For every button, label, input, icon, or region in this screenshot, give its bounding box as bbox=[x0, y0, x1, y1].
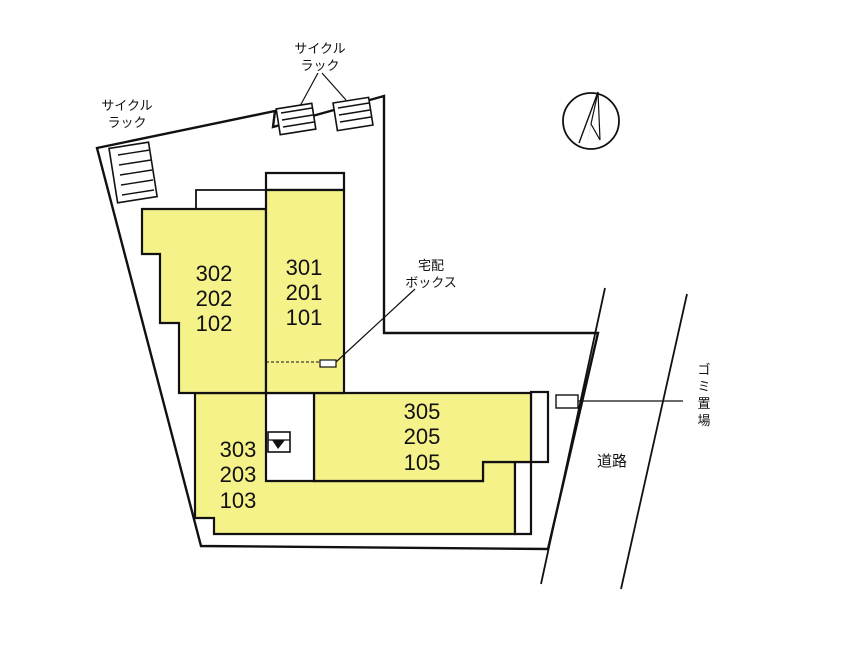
unit-105: 105 bbox=[404, 450, 441, 475]
delivery-box-label-2: ボックス bbox=[405, 276, 457, 291]
unit-201: 201 bbox=[286, 280, 323, 305]
building-side-strip bbox=[529, 390, 550, 464]
garbage-label-char-1: ゴ bbox=[697, 362, 710, 378]
unit-101: 101 bbox=[286, 305, 323, 330]
road-edge-right bbox=[620, 293, 688, 590]
delivery-box-label-1: 宅配 bbox=[418, 259, 444, 274]
rack-top-leader-2 bbox=[321, 72, 347, 101]
garbage-label-char-3: 置 bbox=[697, 397, 710, 412]
delivery-box-leader bbox=[335, 288, 416, 363]
delivery-box bbox=[319, 359, 337, 368]
cycle-rack-left bbox=[108, 141, 159, 204]
cycle-rack-left-label-2: ラック bbox=[107, 116, 146, 131]
center-block-top-cap bbox=[264, 171, 346, 192]
cycle-rack-top-2 bbox=[332, 96, 374, 132]
north-arrow-icon bbox=[562, 91, 620, 150]
unit-302: 302 bbox=[196, 261, 233, 286]
garbage-label-char-2: ミ bbox=[697, 380, 710, 395]
garbage-area bbox=[555, 394, 579, 409]
unit-block-301 bbox=[264, 188, 346, 395]
road-label: 道路 bbox=[597, 452, 627, 470]
building-end-strip bbox=[513, 460, 533, 536]
unit-205: 205 bbox=[404, 424, 441, 449]
cycle-rack-top-label-2: ラック bbox=[300, 59, 339, 74]
building-back-wall bbox=[195, 189, 266, 209]
unit-103: 103 bbox=[220, 488, 257, 513]
unit-305: 305 bbox=[404, 399, 441, 424]
unit-203: 203 bbox=[220, 462, 257, 487]
cycle-rack-left-label-1: サイクル bbox=[101, 99, 152, 114]
rack-top-leader-1 bbox=[299, 72, 319, 107]
unit-202: 202 bbox=[196, 286, 233, 311]
stairs-down-icon bbox=[267, 431, 291, 453]
unit-301: 301 bbox=[286, 255, 323, 280]
cycle-rack-top-label-1: サイクル bbox=[294, 42, 345, 57]
property-boundary bbox=[95, 94, 600, 551]
cycle-rack-top-1 bbox=[275, 102, 317, 136]
unit-102: 102 bbox=[196, 311, 233, 336]
garbage-label-char-4: 場 bbox=[697, 414, 710, 429]
unit-303: 303 bbox=[220, 437, 257, 462]
road-edge-left bbox=[540, 287, 606, 585]
